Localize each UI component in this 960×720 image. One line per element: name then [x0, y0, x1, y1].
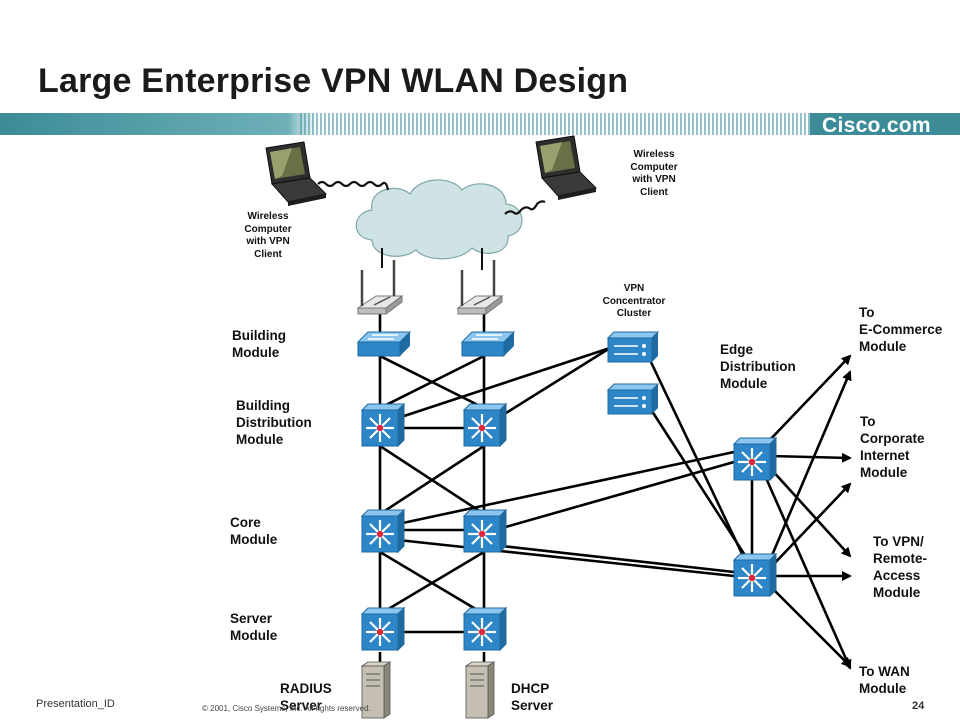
workgroup-switch-icon: [357, 331, 411, 357]
wireless-client-left-label: Wireless Computer with VPN Client: [244, 211, 292, 260]
building-module-label: Building Module: [232, 328, 286, 360]
access-point-icon: [356, 258, 404, 316]
dhcp-server-label: DHCP Server: [511, 681, 554, 713]
edge-arrows: [764, 354, 852, 670]
layer3-switch-icon: [462, 606, 508, 652]
to-vpn-remote-label: To VPN/ Remote- Access Module: [873, 534, 928, 600]
coiled-cable-left: [317, 180, 390, 191]
presentation-id: Presentation_ID: [36, 698, 115, 710]
coiled-cable-right: [504, 200, 546, 215]
wireless-client-right-label: Wireless Computer with VPN Client: [630, 149, 678, 198]
workgroup-switch-icon: [461, 331, 515, 357]
wireless-cloud: [355, 179, 523, 260]
to-corporate-internet-label: To Corporate Internet Module: [860, 414, 925, 480]
layer3-switch-icon: [462, 508, 508, 554]
vpn-concentrator-icon: [607, 383, 659, 415]
layer3-switch-icon: [360, 606, 406, 652]
title-bar: [0, 113, 960, 135]
vpn-concentrator-icon: [607, 331, 659, 363]
server-module-label: Server Module: [230, 611, 278, 643]
cisco-brand-logo[interactable]: Cisco.com: [822, 114, 931, 137]
to-ecommerce-label: To E-Commerce Module: [859, 305, 943, 354]
laptop-icon: [265, 141, 327, 207]
layer3-switch-icon: [732, 436, 778, 482]
access-point-icon: [456, 258, 504, 316]
edge-distribution-label: Edge Distribution Module: [720, 342, 796, 391]
radius-server-label: RADIUS Server: [280, 681, 332, 713]
layer3-switch-icon: [462, 402, 508, 448]
page-number: 24: [912, 700, 925, 712]
laptop-icon: [535, 135, 597, 201]
ap-uplinks: [381, 248, 483, 270]
slide-title: Large Enterprise VPN WLAN Design: [38, 62, 629, 100]
connection-lines: [378, 312, 754, 668]
copyright-notice: © 2001, Cisco Systems, Inc. All rights r…: [202, 704, 371, 713]
building-distribution-label: Building Distribution Module: [236, 398, 312, 447]
to-wan-label: To WAN Module: [859, 664, 910, 696]
layer3-switch-icon: [360, 402, 406, 448]
layer3-switch-icon: [732, 552, 778, 598]
core-module-label: Core Module: [230, 515, 278, 547]
dhcp-server-icon: [465, 661, 495, 719]
vpn-concentrator-label: VPN Concentrator Cluster: [602, 283, 666, 319]
layer3-switch-icon: [360, 508, 406, 554]
